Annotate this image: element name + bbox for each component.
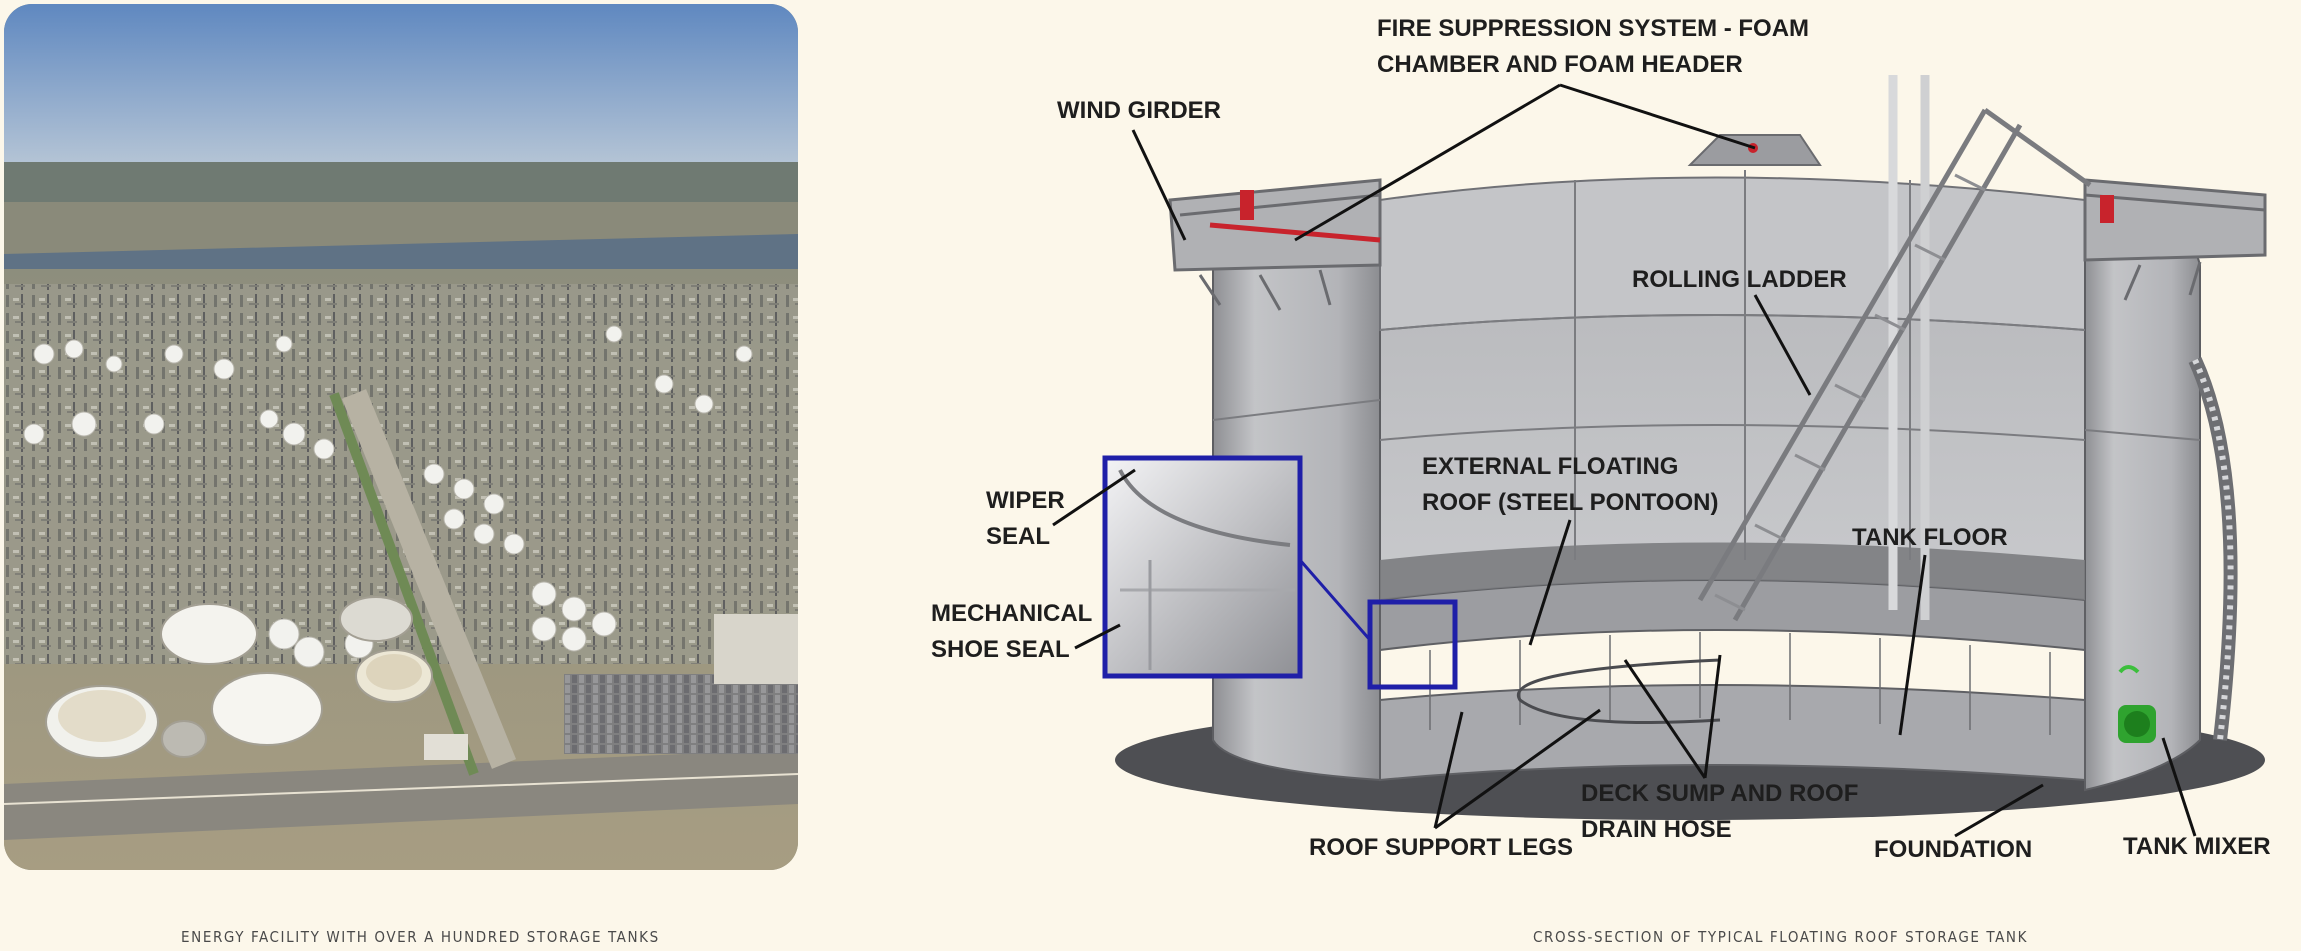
floating-roof-deck [1379,579,2086,652]
tank-mixer [2118,665,2156,743]
tank-floor [1379,684,2086,782]
drain-hose [1516,658,1721,724]
label-mechanical-shoe-seal: MECHANICAL SHOE SEAL [931,600,1093,663]
aerial-photo [4,4,798,870]
label-tank-mixer: TANK MIXER [2123,833,2271,860]
wind-girder-left [1168,178,1382,311]
tank-cross-section [1052,75,2267,838]
label-deck-sump: DECK SUMP AND ROOF DRAIN HOSE [1581,780,1859,843]
tank-shell-right [2084,198,2201,792]
label-fire-suppression: FIRE SUPPRESSION SYSTEM - FOAM CHAMBER A… [1377,15,1810,78]
label-wiper-seal: WIPER SEAL [986,487,1065,550]
label-wind-girder: WIND GIRDER [1057,97,1221,124]
refinery-aerial-illustration [4,4,798,870]
left-figure-caption: ENERGY FACILITY WITH OVER A HUNDRED STOR… [181,928,660,946]
seal-highlight-box [1367,599,1458,690]
label-foundation: FOUNDATION [1874,836,2033,863]
label-rolling-ladder: ROLLING LADDER [1632,266,1847,293]
label-external-floating-roof: EXTERNAL FLOATING ROOF (STEEL PONTOON) [1422,453,1719,516]
label-roof-support-legs: ROOF SUPPORT LEGS [1309,834,1574,861]
label-tank-floor: TANK FLOOR [1852,524,2008,551]
wind-girder-right [2083,178,2267,301]
leader-lines [1052,83,2197,838]
right-figure-caption: CROSS-SECTION OF TYPICAL FLOATING ROOF S… [1533,928,2029,946]
